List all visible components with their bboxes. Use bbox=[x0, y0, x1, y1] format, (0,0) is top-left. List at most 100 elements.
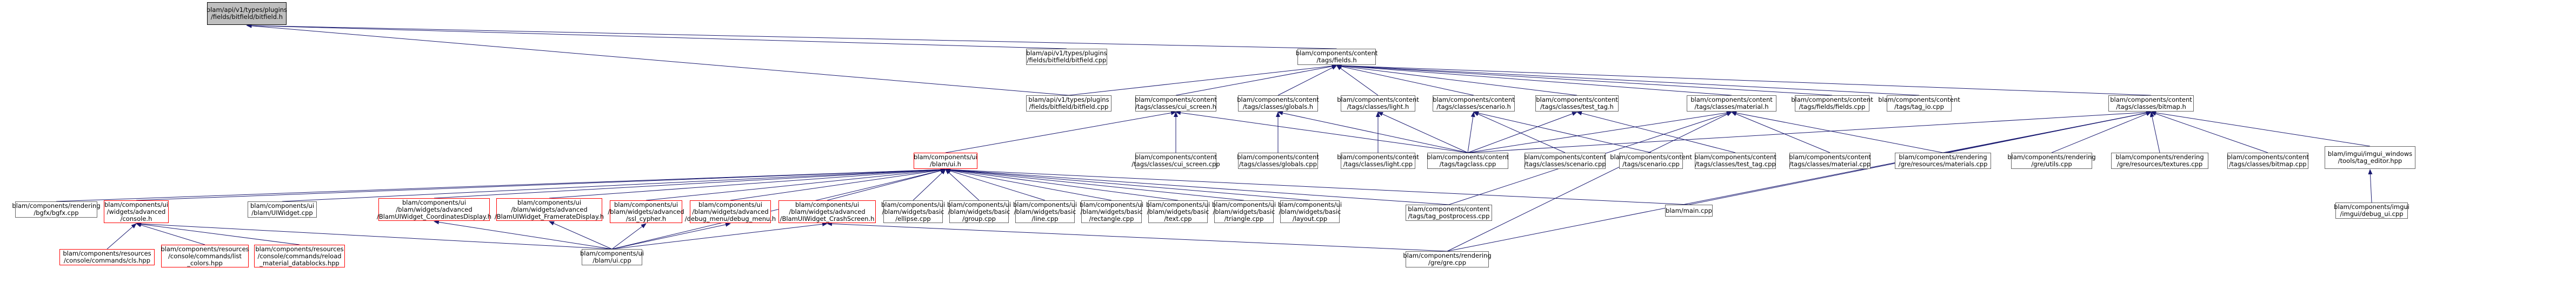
node-label: blam/components/ui bbox=[698, 200, 763, 208]
graph-node[interactable]: blam/components/ui/blam/widgets/basic/li… bbox=[1013, 200, 1077, 223]
graph-node[interactable]: blam/components/content/tags/classes/mat… bbox=[1789, 153, 1871, 169]
graph-node[interactable]: blam/components/content/tags/tag_io.cpp bbox=[1878, 95, 1960, 112]
graph-node[interactable]: blam/components/ui/blam/widgets/advanced… bbox=[495, 198, 604, 221]
graph-node[interactable]: blam/components/ui/blam/UIWidget.cpp bbox=[248, 201, 317, 218]
graph-node[interactable]: blam/components/ui/blam/widgets/advanced… bbox=[377, 198, 491, 221]
graph-node[interactable]: blam/components/ui/blam/widgets/advanced… bbox=[778, 200, 876, 223]
graph-node[interactable]: blam/components/ui/blam/widgets/basic/gr… bbox=[947, 200, 1011, 223]
graph-node[interactable]: blam/components/ui/blam/ui.cpp bbox=[580, 249, 644, 265]
graph-node[interactable]: blam/api/v1/types/plugins/fields/bitfiel… bbox=[1026, 95, 1111, 112]
edge-layer bbox=[56, 23, 2373, 252]
graph-node[interactable]: blam/components/content/tags/classes/glo… bbox=[1237, 153, 1319, 169]
graph-node[interactable]: blam/components/content/tags/classes/tes… bbox=[1694, 153, 1776, 169]
node-label: blam/components/ui bbox=[913, 153, 978, 161]
graph-node[interactable]: blam/components/ui/blam/widgets/basic/la… bbox=[1278, 200, 1342, 223]
graph-node[interactable]: blam/components/rendering/gre/resources/… bbox=[1895, 153, 1991, 169]
include-edge bbox=[1336, 64, 1577, 96]
graph-node[interactable]: blam/components/imgui/imgui/debug_ui.cpp bbox=[2334, 202, 2409, 219]
node-label: blam/components/rendering bbox=[12, 202, 101, 210]
graph-node[interactable]: blam/components/resources/console/comman… bbox=[254, 245, 345, 267]
node-label: /gre/gre.cpp bbox=[1428, 259, 1467, 266]
include-edge bbox=[246, 23, 1067, 49]
node-label: /fields/bitfield/bitfield.cpp bbox=[1027, 56, 1107, 64]
node-label: blam/components/content bbox=[1337, 96, 1419, 103]
graph-node[interactable]: blam/components/content/tags/classes/lig… bbox=[1337, 153, 1419, 169]
graph-node[interactable]: blam/components/content/tags/fields.h bbox=[1296, 49, 1377, 65]
node-label: blam/components/content bbox=[1690, 96, 1773, 103]
graph-node[interactable]: blam/components/rendering/gre/resources/… bbox=[2111, 153, 2208, 169]
graph-node[interactable]: blam/imgui/imgui_windows/tools/tag_edito… bbox=[2325, 146, 2415, 169]
node-label: blam/components/ui bbox=[947, 200, 1011, 208]
node-label: /blam/widgets/basic bbox=[1279, 207, 1341, 215]
node-label: /tags/tagclass.cpp bbox=[1439, 160, 1496, 168]
graph-node[interactable]: blam/components/rendering/bgfx/bgfx.cpp bbox=[12, 201, 101, 218]
node-label: /BlamUIWidget_CrashScreen.h bbox=[780, 214, 875, 223]
node-label: blam/components/rendering bbox=[1899, 153, 1987, 161]
node-label: blam/api/v1/types/plugins bbox=[206, 6, 288, 14]
graph-node[interactable]: blam/components/ui/blam/widgets/advanced… bbox=[608, 200, 684, 223]
graph-node[interactable]: blam/components/ui/widgets/advanced/cons… bbox=[104, 200, 169, 223]
node-label: /blam/ui.h bbox=[930, 160, 961, 168]
graph-node[interactable]: blam/components/content/tags/classes/bit… bbox=[2227, 153, 2309, 169]
include-edge bbox=[611, 223, 647, 250]
graph-node[interactable]: blam/components/ui/blam/widgets/advanced… bbox=[685, 200, 776, 223]
graph-node[interactable]: blam/components/content/tags/classes/glo… bbox=[1237, 95, 1319, 112]
include-edge bbox=[2051, 112, 2152, 153]
node-label: /widgets/advanced bbox=[106, 207, 166, 215]
node-label: /tags/classes/test_tag.h bbox=[1540, 103, 1614, 110]
graph-node[interactable]: blam/components/content/tags/tag_postpro… bbox=[1406, 205, 1492, 221]
node-label: /ssl_cypher.h bbox=[625, 214, 667, 223]
graph-node[interactable]: blam/components/ui/blam/widgets/basic/el… bbox=[881, 200, 945, 223]
node-label: blam/api/v1/types/plugins bbox=[1026, 49, 1107, 57]
graph-node[interactable]: blam/components/content/tags/classes/cui… bbox=[1131, 153, 1220, 169]
include-edge bbox=[2149, 112, 2160, 153]
include-edge bbox=[136, 223, 205, 245]
node-label: /blam/widgets/basic bbox=[948, 207, 1010, 215]
include-edge bbox=[945, 168, 1112, 201]
node-label: blam/components/content bbox=[1433, 96, 1515, 103]
node-label: /tags/classes/bitmap.h bbox=[2116, 103, 2186, 110]
node-label: /line.cpp bbox=[1031, 214, 1059, 223]
graph-node[interactable]: blam/components/rendering/gre/utils.cpp bbox=[2007, 153, 2096, 169]
include-edge bbox=[1576, 111, 1736, 153]
node-label: blam/imgui/imgui_windows bbox=[2327, 150, 2413, 158]
graph-node[interactable]: blam/components/content/tags/classes/bit… bbox=[2108, 95, 2194, 112]
graph-node[interactable]: blam/components/content/tags/classes/mat… bbox=[1687, 95, 1776, 112]
node-label: /blam/widgets/advanced bbox=[789, 207, 866, 215]
include-edge bbox=[611, 222, 731, 250]
node-label: /BlamUIWidget_CoordinatesDisplay.h bbox=[377, 212, 491, 220]
graph-node[interactable]: blam/components/ui/blam/widgets/basic/re… bbox=[1080, 200, 1143, 223]
node-label: blam/components/ui bbox=[104, 200, 169, 208]
graph-node[interactable]: blam/components/resources/console/comman… bbox=[59, 249, 155, 265]
graph-node[interactable]: blam/components/content/tags/tagclass.cp… bbox=[1427, 153, 1509, 169]
include-edge bbox=[827, 168, 946, 201]
include-edge bbox=[136, 167, 946, 201]
graph-node[interactable]: blam/components/content/tags/classes/lig… bbox=[1337, 95, 1419, 112]
node-label: /rectangle.cpp bbox=[1089, 214, 1134, 223]
node-label: blam/components/rendering bbox=[2115, 153, 2204, 161]
graph-node[interactable]: blam/components/rendering/gre/gre.cpp bbox=[1403, 251, 1492, 267]
graph-node[interactable]: blam/components/ui/blam/widgets/basic/tr… bbox=[1212, 200, 1276, 223]
graph-node[interactable]: blam/components/content/tags/classes/sce… bbox=[1524, 153, 1606, 169]
include-edge bbox=[1336, 64, 1474, 96]
graph-node[interactable]: blam/components/content/tags/classes/cui… bbox=[1135, 95, 1217, 112]
node-label: blam/components/content bbox=[1610, 153, 1692, 161]
graph-node[interactable]: blam/components/ui/blam/ui.h bbox=[914, 153, 977, 169]
include-edge bbox=[549, 221, 613, 250]
include-edge bbox=[106, 223, 137, 250]
node-label: blam/components/content bbox=[1536, 96, 1618, 103]
graph-node[interactable]: blam/components/content/tags/fields/fiel… bbox=[1791, 95, 1873, 112]
node-label: /tags/classes/material.cpp bbox=[1789, 160, 1871, 168]
include-edge bbox=[2151, 112, 2268, 153]
graph-node[interactable]: blam/components/ui/blam/widgets/basic/te… bbox=[1146, 200, 1210, 223]
node-label: blam/components/rendering bbox=[1403, 252, 1492, 259]
graph-node[interactable]: blam/components/content/tags/scenario.cp… bbox=[1610, 153, 1692, 169]
include-edge bbox=[1467, 112, 1475, 153]
graph-node[interactable]: blam/api/v1/types/plugins/fields/bitfiel… bbox=[1026, 49, 1107, 65]
node-label: /fields/bitfield/bitfield.h bbox=[210, 13, 283, 21]
graph-node[interactable]: blam/main.cpp bbox=[1665, 205, 1713, 217]
graph-node[interactable]: blam/components/content/tags/classes/tes… bbox=[1535, 95, 1619, 112]
node-label: /gre/resources/textures.cpp bbox=[2116, 160, 2203, 168]
graph-node[interactable]: blam/components/content/tags/classes/sce… bbox=[1433, 95, 1515, 112]
graph-node[interactable]: blam/components/resources/console/comman… bbox=[161, 245, 249, 267]
